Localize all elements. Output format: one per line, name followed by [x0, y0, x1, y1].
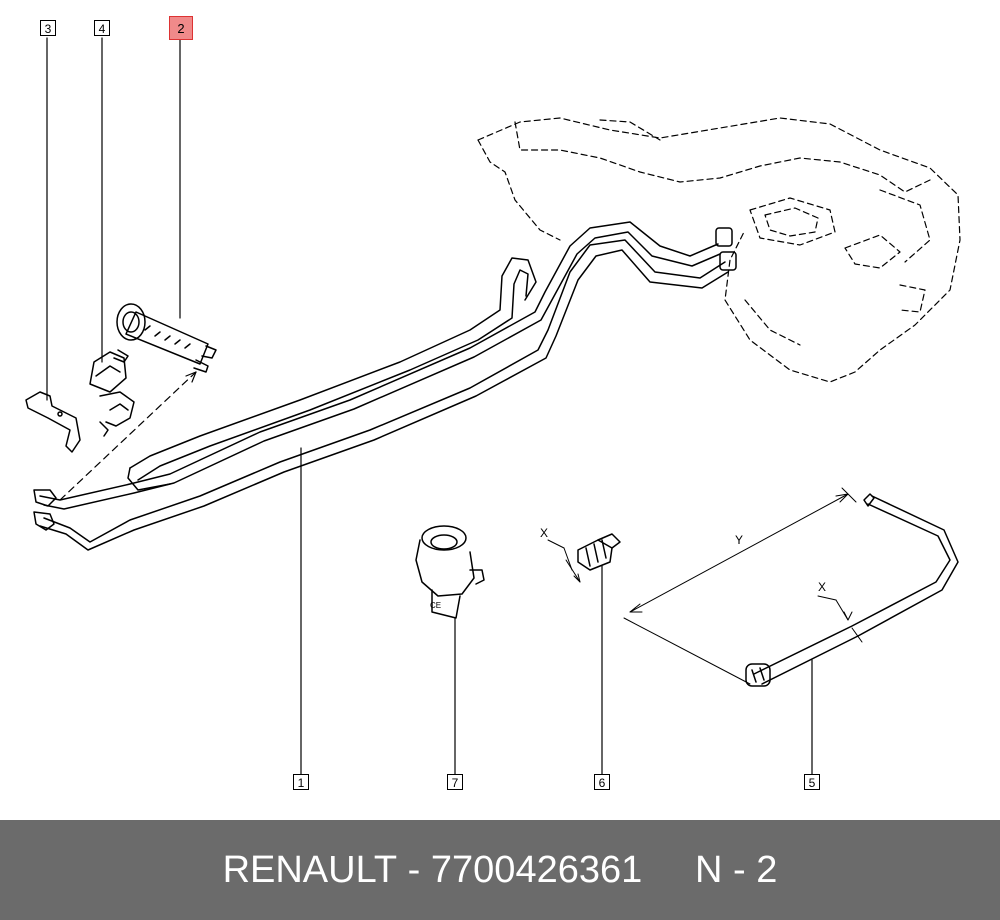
dimension-x-fitting — [547, 539, 581, 583]
callout-1[interactable]: 1 — [293, 774, 309, 790]
callout-2[interactable]: 2 — [169, 16, 193, 40]
fuel-line-assembly — [33, 221, 737, 551]
fuel-filter — [113, 303, 217, 373]
footer-gap — [642, 849, 695, 892]
callout-6[interactable]: 6 — [594, 774, 610, 790]
footer-separator: - — [397, 848, 431, 891]
parts-diagram: CE — [25, 37, 961, 775]
part-number: 7700426361 — [430, 848, 643, 891]
svg-text:CE: CE — [430, 601, 441, 610]
callout-3[interactable]: 3 — [40, 20, 56, 36]
dimension-x-tube — [817, 595, 863, 643]
line-end-clip-upper — [33, 489, 57, 507]
line-end-fitting-lower — [719, 251, 737, 271]
line-end-clip-lower — [33, 511, 55, 531]
diagram-index: N - 2 — [695, 848, 778, 891]
mounting-bracket — [25, 391, 81, 453]
leader-lines — [46, 37, 813, 775]
assembly-direction-line — [59, 371, 197, 501]
dimension-label-y: Y — [735, 533, 744, 547]
brand-name: RENAULT — [222, 848, 398, 891]
line-end-fitting-upper — [715, 227, 733, 247]
bent-tube — [745, 493, 959, 687]
tube-end-nut — [745, 663, 771, 687]
callout-4[interactable]: 4 — [94, 20, 110, 36]
dimension-y — [623, 487, 857, 685]
pipe-fitting — [577, 533, 621, 571]
fuel-tank-outline — [477, 117, 961, 383]
callout-5[interactable]: 5 — [804, 774, 820, 790]
dimension-label-x-tube: X — [818, 580, 827, 594]
callout-7[interactable]: 7 — [447, 774, 463, 790]
footer-bar: RENAULT - 7700426361 N - 2 — [0, 820, 1000, 920]
fuel-connector: CE — [415, 525, 485, 619]
filter-clamp — [89, 351, 135, 437]
dimension-label-x-fitting: X — [540, 526, 549, 540]
